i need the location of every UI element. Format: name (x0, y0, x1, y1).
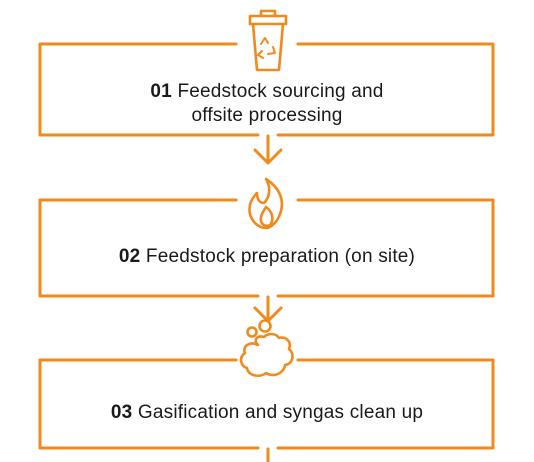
step-1-number: 01 (150, 81, 172, 102)
step-1-label: 01 Feedstock sourcing and offsite proces… (40, 80, 494, 128)
step-3-title: Gasification and syngas clean up (137, 402, 424, 423)
recycle-bin-icon (248, 9, 288, 72)
step-2-label: 02 Feedstock preparation (on site) (40, 245, 494, 269)
step-1-title: Feedstock sourcing and (177, 81, 384, 102)
step-2-title: Feedstock preparation (on site) (145, 246, 416, 267)
connector-arrow-1 (253, 134, 283, 165)
step-3-number: 03 (110, 402, 133, 423)
connector-arrow-2 (253, 295, 283, 323)
step-3-label: 03 Gasification and syngas clean up (40, 401, 494, 425)
flame-icon (248, 177, 284, 230)
step-3-box (38, 358, 495, 450)
step-2-number: 02 (118, 246, 141, 267)
step-2-box (38, 198, 495, 298)
step-1-box (38, 42, 495, 137)
gas-cloud-icon (239, 319, 294, 378)
step-1-title-line2: offsite processing (191, 105, 343, 126)
